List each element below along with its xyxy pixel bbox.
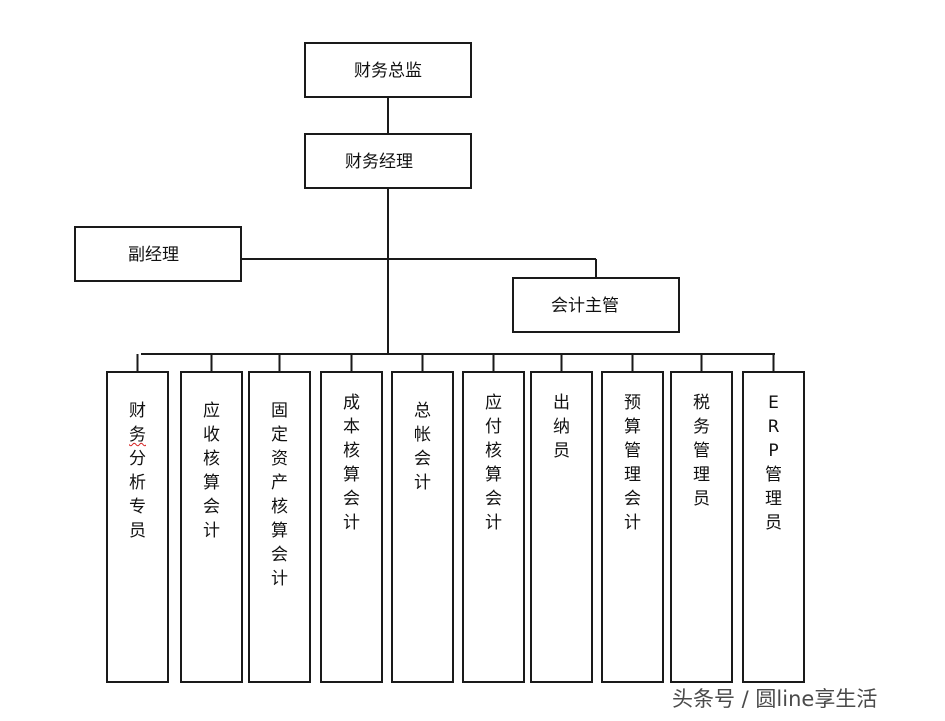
position-char: 算 bbox=[624, 417, 641, 437]
position-box-6: 应付核算会计 bbox=[462, 371, 525, 683]
position-char: 务 bbox=[693, 417, 710, 437]
position-char: P bbox=[768, 441, 779, 461]
position-label-7: 出纳员 bbox=[532, 391, 591, 463]
position-char: 财 bbox=[129, 401, 146, 421]
position-char: 计 bbox=[414, 473, 431, 493]
deputy-label: 副经理 bbox=[128, 245, 179, 265]
position-char: 计 bbox=[485, 513, 502, 533]
position-box-7: 出纳员 bbox=[530, 371, 593, 683]
position-char: 产 bbox=[271, 473, 288, 493]
position-char: 理 bbox=[624, 465, 641, 485]
position-box-2: 应收核算会计 bbox=[180, 371, 243, 683]
position-char: 核 bbox=[203, 449, 220, 469]
position-char: 付 bbox=[485, 417, 502, 437]
position-char: 计 bbox=[271, 569, 288, 589]
position-char: 算 bbox=[343, 465, 360, 485]
position-char: 员 bbox=[765, 513, 782, 533]
position-char: 算 bbox=[203, 473, 220, 493]
position-char: 算 bbox=[271, 521, 288, 541]
position-box-9: 税务管理员 bbox=[670, 371, 733, 683]
position-label-5: 总帐会计 bbox=[393, 399, 452, 495]
manager-label: 财务经理 bbox=[345, 152, 413, 172]
position-char: R bbox=[767, 417, 780, 437]
position-label-9: 税务管理员 bbox=[672, 391, 731, 511]
position-char: 会 bbox=[485, 489, 502, 509]
position-box-8: 预算管理会计 bbox=[601, 371, 664, 683]
position-char: 定 bbox=[271, 425, 288, 445]
position-char: 核 bbox=[485, 441, 502, 461]
position-box-4: 成本核算会计 bbox=[320, 371, 383, 683]
position-char: E bbox=[768, 393, 779, 413]
position-label-2: 应收核算会计 bbox=[182, 399, 241, 543]
supervisor-box: 会计主管 bbox=[512, 277, 680, 333]
position-char: 员 bbox=[129, 521, 146, 541]
position-label-3: 固定资产核算会计 bbox=[250, 399, 309, 591]
position-char: 理 bbox=[765, 489, 782, 509]
position-char: 纳 bbox=[553, 417, 570, 437]
watermark-text: 头条号 / 圆line享生活 bbox=[672, 687, 878, 711]
manager-box: 财务经理 bbox=[304, 133, 472, 189]
position-label-4: 成本核算会计 bbox=[322, 391, 381, 535]
position-char: 管 bbox=[624, 441, 641, 461]
position-char: 算 bbox=[485, 465, 502, 485]
position-char: 核 bbox=[343, 441, 360, 461]
supervisor-label: 会计主管 bbox=[551, 296, 619, 316]
position-label-8: 预算管理会计 bbox=[603, 391, 662, 535]
director-box: 财务总监 bbox=[304, 42, 472, 98]
position-char: 计 bbox=[203, 521, 220, 541]
position-char: 本 bbox=[343, 417, 360, 437]
position-char: 会 bbox=[203, 497, 220, 517]
position-char: 核 bbox=[271, 497, 288, 517]
position-box-3: 固定资产核算会计 bbox=[248, 371, 311, 683]
position-char: 资 bbox=[271, 449, 288, 469]
position-char: 理 bbox=[693, 465, 710, 485]
position-char: 员 bbox=[693, 489, 710, 509]
position-char: 预 bbox=[624, 393, 641, 413]
position-char: 专 bbox=[129, 497, 146, 517]
position-char: 会 bbox=[414, 449, 431, 469]
position-char: 成 bbox=[343, 393, 360, 413]
position-char: 收 bbox=[203, 425, 220, 445]
position-char: 员 bbox=[553, 441, 570, 461]
position-char: 分 bbox=[129, 449, 146, 469]
position-char: 会 bbox=[624, 489, 641, 509]
position-box-5: 总帐会计 bbox=[391, 371, 454, 683]
position-char: 应 bbox=[485, 393, 502, 413]
position-char: 应 bbox=[203, 401, 220, 421]
position-char: 税 bbox=[693, 393, 710, 413]
position-char: 固 bbox=[271, 401, 288, 421]
position-box-1: 财务分析专员 bbox=[106, 371, 169, 683]
position-char: 计 bbox=[624, 513, 641, 533]
position-char: 计 bbox=[343, 513, 360, 533]
deputy-box: 副经理 bbox=[74, 226, 242, 282]
position-label-1: 财务分析专员 bbox=[108, 399, 167, 543]
position-label-6: 应付核算会计 bbox=[464, 391, 523, 535]
director-label: 财务总监 bbox=[354, 61, 422, 81]
position-char: 总 bbox=[414, 401, 431, 421]
position-char: 出 bbox=[553, 393, 570, 413]
position-char: 会 bbox=[343, 489, 360, 509]
position-char: 帐 bbox=[414, 425, 431, 445]
position-char: 管 bbox=[693, 441, 710, 461]
position-char: 管 bbox=[765, 465, 782, 485]
position-char: 会 bbox=[271, 545, 288, 565]
position-char: 析 bbox=[129, 473, 146, 493]
position-char: 务 bbox=[129, 425, 146, 445]
